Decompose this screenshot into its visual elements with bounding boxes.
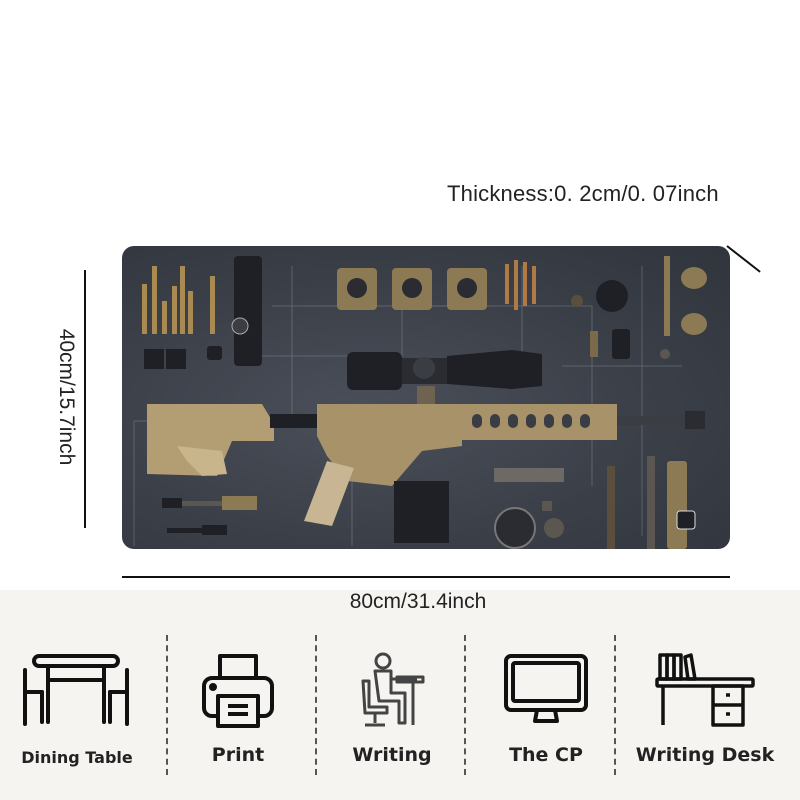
printer-icon (178, 650, 298, 730)
use-label: Dining Table (21, 748, 133, 767)
rifle-parts-illustration (133, 256, 707, 549)
usage-scenarios: Dining Table Print Wri (0, 630, 800, 780)
use-label: Print (211, 744, 265, 766)
use-item-writing: Writing (332, 630, 452, 780)
use-item-writing-desk: Writing Desk (625, 630, 785, 780)
width-dimension-line (122, 576, 730, 578)
usage-band (0, 590, 800, 800)
divider (166, 635, 168, 775)
divider (464, 635, 466, 775)
height-dimension-line (84, 270, 86, 528)
person-writing-icon (332, 650, 452, 730)
use-label: The CP (509, 744, 583, 766)
height-dimension-label: 40cm/15.7inch (55, 328, 78, 466)
use-label: Writing Desk (635, 744, 775, 766)
use-item-dining-table: Dining Table (17, 630, 137, 780)
use-item-print: Print (178, 630, 298, 780)
mousepad-image (122, 246, 730, 549)
divider (614, 635, 616, 775)
writing-desk-icon (645, 650, 765, 730)
width-dimension-label: 80cm/31.4inch (349, 590, 487, 613)
dining-table-icon (17, 650, 137, 730)
use-label: Writing (352, 744, 432, 766)
computer-monitor-icon (486, 650, 606, 730)
thickness-label: Thickness:0. 2cm/0. 07inch (447, 181, 719, 206)
use-item-the-cp: The CP (486, 630, 606, 780)
divider (315, 635, 317, 775)
